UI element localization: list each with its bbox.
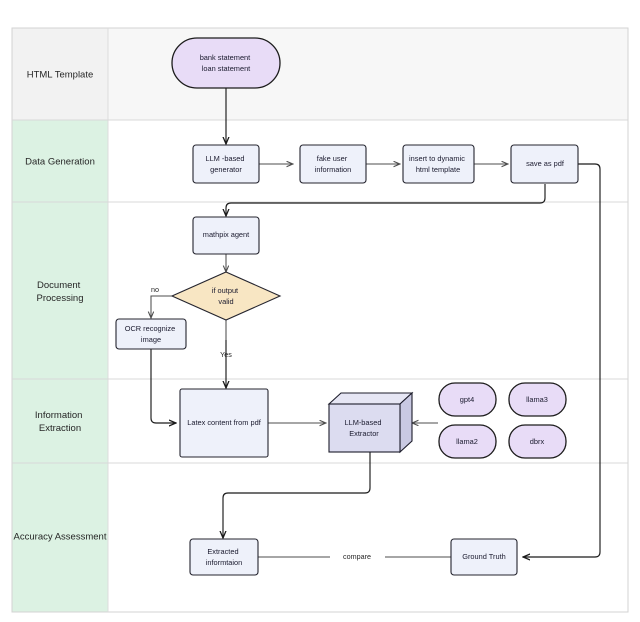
node-llm-based-extractor-line1: LLM-based bbox=[344, 418, 381, 427]
node-fake-user-information[interactable]: fake user information bbox=[299, 144, 367, 184]
outer-frame bbox=[11, 27, 629, 613]
node-mathpix-agent-shape[interactable] bbox=[192, 216, 260, 255]
node-fake-user-information-line1: fake user bbox=[317, 154, 348, 163]
node-latex-content-from-pdf-label: Latex content from pdf bbox=[187, 418, 261, 427]
node-extracted-information-shape[interactable] bbox=[189, 538, 259, 576]
lane-label-information-extraction-line1: Information bbox=[35, 410, 83, 421]
node-ground-truth[interactable]: Ground Truth bbox=[450, 538, 518, 576]
lane-label-data-generation: Data Generation bbox=[25, 157, 95, 168]
lane-label-information-extraction: Information Extraction bbox=[35, 410, 85, 434]
node-model-llama3[interactable]: llama3 bbox=[508, 382, 567, 417]
node-insert-html-template[interactable]: insert to dynamic html template bbox=[402, 144, 475, 184]
lane-label-html-template: HTML Template bbox=[27, 70, 94, 81]
node-if-output-valid-label: if output valid bbox=[212, 286, 240, 306]
node-llm-based-extractor-side bbox=[399, 391, 413, 454]
node-fake-user-information-label: fake user information bbox=[315, 154, 352, 174]
node-model-gpt4-label: gpt4 bbox=[460, 395, 474, 404]
node-llm-generator-label: LLM -based generator bbox=[205, 154, 246, 174]
node-llm-based-extractor-top bbox=[327, 392, 414, 405]
edge-savepdf-to-mathpix bbox=[226, 184, 546, 216]
node-source-statements-line1: bank statement bbox=[200, 53, 251, 62]
node-insert-html-template-label: insert to dynamic html template bbox=[409, 154, 467, 174]
node-ocr-recognize-image-shape[interactable] bbox=[115, 318, 187, 350]
lane-bg-document-processing bbox=[12, 202, 108, 379]
node-llm-based-extractor-label: LLM-based Extractor bbox=[344, 418, 383, 438]
node-source-statements-shape[interactable] bbox=[171, 37, 281, 89]
node-if-output-valid-line1: if output bbox=[212, 286, 238, 295]
node-ocr-recognize-image-line2: image bbox=[141, 335, 161, 344]
node-ocr-recognize-image-line1: OCR recognize bbox=[125, 324, 176, 333]
node-source-statements[interactable]: bank statement loan statement bbox=[171, 37, 281, 89]
edge-savepdf-to-groundtruth bbox=[523, 163, 601, 557]
node-model-dbrx-shape[interactable] bbox=[508, 424, 567, 459]
node-extracted-information-label: Extracted informtaion bbox=[206, 547, 243, 567]
node-llm-generator-shape[interactable] bbox=[192, 144, 260, 184]
node-save-as-pdf-label: save as pdf bbox=[526, 159, 565, 168]
lane-label-document-processing: Document Processing bbox=[37, 280, 84, 304]
lane-label-accuracy-assessment: Accuracy Assessment bbox=[14, 532, 107, 543]
diagram-frame bbox=[11, 27, 629, 613]
node-llm-based-extractor[interactable]: LLM-based Extractor bbox=[327, 391, 414, 454]
node-extracted-information-line2: informtaion bbox=[206, 558, 243, 567]
node-llm-based-extractor-line2: Extractor bbox=[349, 429, 379, 438]
swimlane-labels: HTML Template Data Generation Document P… bbox=[14, 70, 107, 543]
node-ocr-recognize-image-label: OCR recognize image bbox=[125, 324, 178, 344]
node-extracted-information-line1: Extracted bbox=[207, 547, 238, 556]
edge-labels: no Yes compare bbox=[151, 285, 371, 561]
edge-label-compare: compare bbox=[343, 552, 371, 561]
lane-bg-information-extraction bbox=[12, 379, 108, 463]
node-source-statements-line2: loan statement bbox=[202, 64, 250, 73]
node-model-dbrx-label: dbrx bbox=[530, 437, 545, 446]
swimlane-backgrounds bbox=[12, 28, 628, 612]
node-fake-user-information-line2: information bbox=[315, 165, 352, 174]
node-ocr-recognize-image[interactable]: OCR recognize image bbox=[115, 318, 187, 350]
edge-label-no: no bbox=[151, 285, 159, 294]
node-ground-truth-label: Ground Truth bbox=[462, 552, 506, 561]
lane-label-document-processing-line1: Document bbox=[37, 280, 81, 291]
node-llm-generator-line2: generator bbox=[210, 165, 242, 174]
node-model-gpt4[interactable]: gpt4 bbox=[438, 382, 497, 417]
node-if-output-valid-line2: valid bbox=[218, 297, 233, 306]
lane-label-document-processing-line2: Processing bbox=[37, 293, 84, 304]
node-latex-content-from-pdf[interactable]: Latex content from pdf bbox=[179, 388, 269, 458]
node-model-llama2-shape[interactable] bbox=[438, 424, 497, 459]
lane-label-information-extraction-line2: Extraction bbox=[39, 423, 81, 434]
node-insert-html-template-shape[interactable] bbox=[402, 144, 475, 184]
node-model-gpt4-shape[interactable] bbox=[438, 382, 497, 417]
node-fake-user-information-shape[interactable] bbox=[299, 144, 367, 184]
node-llm-generator[interactable]: LLM -based generator bbox=[192, 144, 260, 184]
node-model-llama2[interactable]: llama2 bbox=[438, 424, 497, 459]
node-if-output-valid[interactable]: if output valid bbox=[170, 271, 282, 321]
lane-bg-data-generation bbox=[12, 120, 108, 202]
lane-bg-html-template bbox=[12, 28, 108, 120]
edge-extractor-to-extracted bbox=[223, 452, 371, 538]
node-llm-based-extractor-front[interactable] bbox=[328, 403, 401, 453]
lane-bg-accuracy-assessment bbox=[12, 463, 108, 612]
node-latex-content-from-pdf-shape[interactable] bbox=[179, 388, 269, 458]
edge-label-yes: Yes bbox=[220, 350, 232, 359]
node-llm-generator-line1: LLM -based bbox=[205, 154, 244, 163]
node-model-llama3-label: llama3 bbox=[526, 395, 548, 404]
edge-ocr-to-latex bbox=[150, 349, 176, 423]
node-insert-html-template-line1: insert to dynamic bbox=[409, 154, 465, 163]
node-save-as-pdf[interactable]: save as pdf bbox=[510, 144, 579, 184]
node-save-as-pdf-shape[interactable] bbox=[510, 144, 579, 184]
node-extracted-information[interactable]: Extracted informtaion bbox=[189, 538, 259, 576]
node-source-statements-label: bank statement loan statement bbox=[200, 53, 253, 73]
node-mathpix-agent-label: mathpix agent bbox=[203, 230, 249, 239]
node-insert-html-template-line2: html template bbox=[416, 165, 460, 174]
node-mathpix-agent[interactable]: mathpix agent bbox=[192, 216, 260, 255]
node-model-dbrx[interactable]: dbrx bbox=[508, 424, 567, 459]
node-if-output-valid-shape[interactable] bbox=[170, 271, 282, 321]
node-ground-truth-shape[interactable] bbox=[450, 538, 518, 576]
node-model-llama3-shape[interactable] bbox=[508, 382, 567, 417]
node-model-llama2-label: llama2 bbox=[456, 437, 478, 446]
flow-connectors bbox=[150, 88, 601, 557]
